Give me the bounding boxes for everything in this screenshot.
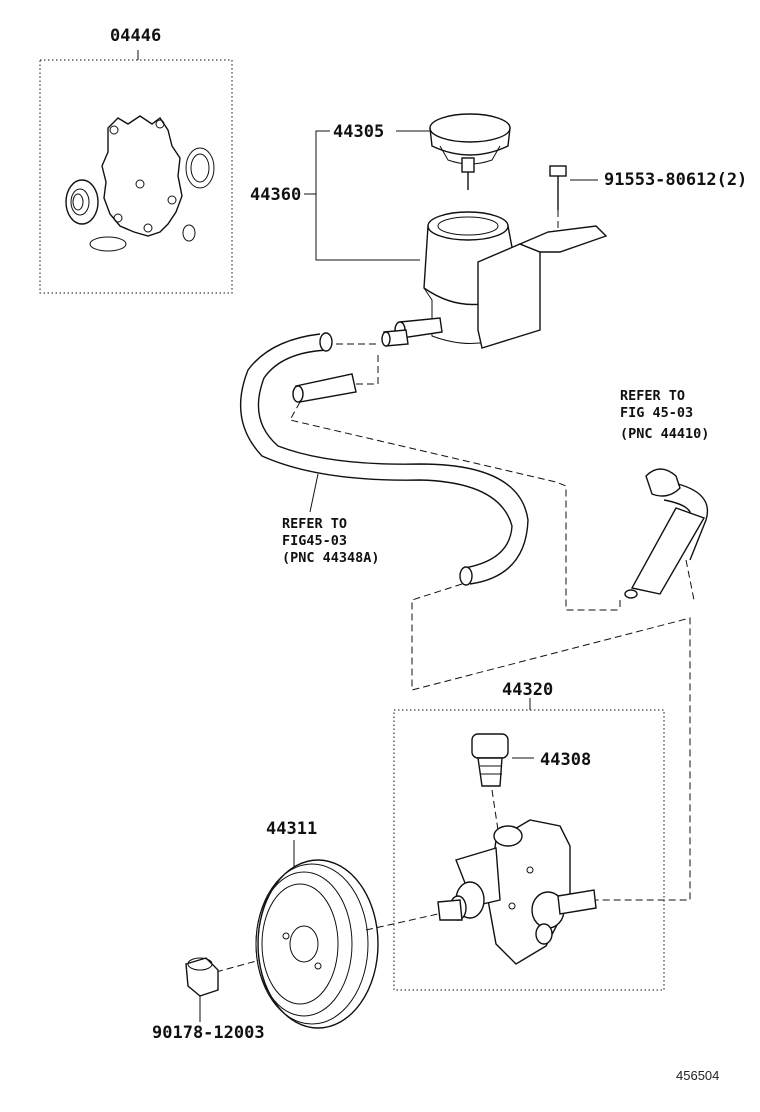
refer-line-3: (PNC 44410) xyxy=(620,425,710,442)
figure-id: 456504 xyxy=(676,1068,720,1083)
refer-note-suction-hose: REFER TO FIG45-03 (PNC 44348A) xyxy=(282,516,380,567)
part-label-pump-assy: 44320 xyxy=(502,680,554,700)
bolt-drawing xyxy=(549,165,598,236)
part-label-nut: 90178-12003 xyxy=(152,1023,265,1043)
part-label-gasket-kit: 04446 xyxy=(110,26,162,46)
gasket-kit-group xyxy=(39,50,233,294)
part-label-pulley: 44311 xyxy=(266,819,318,839)
nut-drawing xyxy=(185,957,219,1022)
refer-line-2: FIG45-03 xyxy=(282,532,348,549)
pump-assy-group xyxy=(393,698,665,991)
refer-line-2: FIG 45-03 xyxy=(620,404,694,421)
refer-line-1: REFER TO xyxy=(620,388,686,404)
pulley-drawing xyxy=(215,840,439,1029)
reservoir-drawing xyxy=(381,211,608,349)
part-label-bolt: 91553-80612(2) xyxy=(604,170,748,190)
reservoir-cap-drawing xyxy=(396,113,511,190)
part-label-reservoir: 44360 xyxy=(250,185,302,205)
return-hose-drawing xyxy=(619,468,709,610)
part-label-valve: 44308 xyxy=(540,750,592,770)
suction-hose-drawing xyxy=(239,332,691,901)
refer-note-return-hose: REFER TO FIG 45-03 (PNC 44410) xyxy=(620,388,709,443)
part-label-reservoir-cap: 44305 xyxy=(333,122,385,142)
refer-line-3: (PNC 44348A) xyxy=(282,549,380,566)
refer-line-1: REFER TO xyxy=(282,516,348,532)
